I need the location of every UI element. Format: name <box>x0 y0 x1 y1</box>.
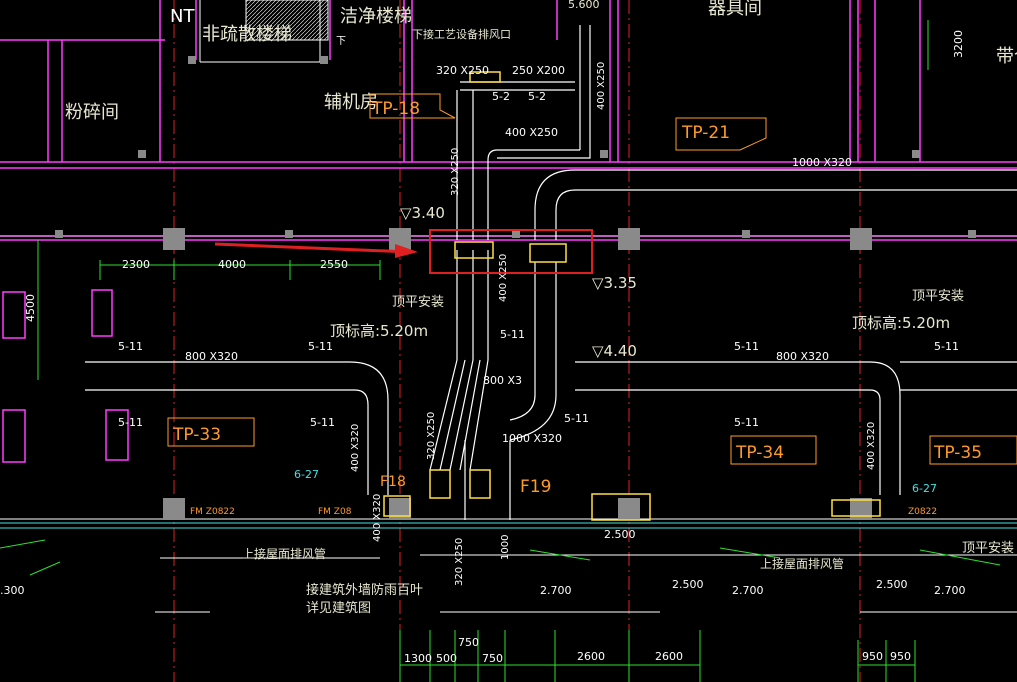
highlight-box <box>429 229 593 274</box>
fitting-code: 6-27 <box>294 468 319 481</box>
down-marker: 下 <box>336 36 346 47</box>
axis-lines <box>173 0 861 682</box>
elev-440-label: ▽4.40 <box>592 342 637 360</box>
dim-text: FM Z08 <box>318 507 352 517</box>
roof-exhaust-right-label: 上接屋面排风管 <box>760 556 844 571</box>
appliance-room-label: 器具间 <box>708 0 762 19</box>
rain-louver-detail-label: 详见建筑图 <box>306 600 371 616</box>
dim-text: 2550 <box>320 258 348 271</box>
tag-f18: F18 <box>380 474 406 490</box>
duct-label: 1000 <box>500 535 511 560</box>
fitting-code: 5-11 <box>564 412 589 425</box>
duct-label: 320 X250 <box>436 64 489 77</box>
dim-text: 1300 <box>404 652 432 665</box>
ducts <box>85 25 1017 520</box>
dim-text: .300 <box>0 584 25 597</box>
tag-f19: F19 <box>520 477 551 497</box>
duct-label: 250 X200 <box>512 64 565 77</box>
elev-5600-label: 5.600 <box>568 0 600 11</box>
duct-label: 400 X250 <box>596 62 607 110</box>
rain-louver-label: 接建筑外墙防雨百叶 <box>306 582 423 598</box>
dim-text: 2.700 <box>540 584 572 597</box>
tag-tp21: TP-21 <box>681 123 730 143</box>
duct-label: 800 X3 <box>483 374 522 387</box>
duct-label: 400 X250 <box>498 254 509 302</box>
fitting-code: 5-11 <box>118 340 143 353</box>
tag-tp35: TP-35 <box>933 443 982 463</box>
dim-text: 750 <box>482 652 503 665</box>
highlight-arrow <box>214 242 411 254</box>
clean-stair-label: 洁净楼梯 <box>340 6 412 27</box>
dim-text: 2600 <box>655 650 683 663</box>
fitting-code: 5-2 <box>528 90 546 103</box>
duct-label: 320 X250 <box>454 538 465 586</box>
dim-text: 2300 <box>122 258 150 271</box>
highlight-arrowhead <box>395 244 418 258</box>
duct-label: 400 X250 <box>505 126 558 139</box>
fitting-code: 5-11 <box>118 416 143 429</box>
fitting-code: 5-11 <box>308 340 333 353</box>
duct-label: 800 X320 <box>185 350 238 363</box>
fitting-code: 5-11 <box>310 416 335 429</box>
duct-label: 800 X320 <box>776 350 829 363</box>
fitting-code: 5-11 <box>500 328 525 341</box>
duct-label: 1000 X320 <box>792 156 852 169</box>
dim-text: 2.700 <box>732 584 764 597</box>
belt-room-label: 带仓 <box>996 46 1017 67</box>
duct-label: 400 X320 <box>866 422 877 470</box>
dim-text: 2.500 <box>672 578 704 591</box>
fitting-code: 5-2 <box>492 90 510 103</box>
dim-text: 950 <box>890 650 911 663</box>
nt-label: NT <box>170 6 195 27</box>
columns <box>55 56 976 520</box>
dim-text: 3200 <box>952 30 965 58</box>
dim-text: 500 <box>436 652 457 665</box>
dimension-lines <box>0 20 1001 682</box>
dim-text: 4500 <box>24 294 37 322</box>
dim-text: 2.700 <box>934 584 966 597</box>
roof-exhaust-left-label: 上接屋面排风管 <box>242 546 326 561</box>
evac-stair-label: 非疏散楼梯 <box>202 24 292 45</box>
fitting-code: 6-27 <box>912 482 937 495</box>
tag-tp18: TP-18 <box>371 99 420 119</box>
fitting-code: 5-11 <box>734 416 759 429</box>
dim-text: Z0822 <box>908 507 937 517</box>
duct-label: 400 X320 <box>350 424 361 472</box>
walls <box>0 0 1017 463</box>
duct-label: 320 X250 <box>426 412 437 460</box>
top-flush-mid-label: 顶平安装 <box>392 295 444 310</box>
top-flush-right-label: 顶平安装 <box>912 289 964 304</box>
tag-tp34: TP-34 <box>735 443 784 463</box>
dim-text: 4000 <box>218 258 246 271</box>
top-elev-right-label: 顶标高:5.20m <box>852 314 950 332</box>
air-registers <box>383 71 881 521</box>
process-exhaust-label: 下接工艺设备排风口 <box>412 27 511 41</box>
elev-340-label: ▽3.40 <box>400 204 445 222</box>
aux-room-label: 辅机房 <box>324 92 378 113</box>
dim-text: FM Z0822 <box>190 507 235 517</box>
top-elev-left-label: 顶标高:5.20m <box>330 322 428 340</box>
duct-label: 320 X250 <box>450 148 461 196</box>
tag-boxes <box>167 93 1017 465</box>
dim-text: 750 <box>458 636 479 649</box>
top-flush-bottom-label: 顶平安装 <box>962 541 1014 556</box>
duct-label: 1000 X320 <box>502 432 562 445</box>
dim-text: 2.500 <box>876 578 908 591</box>
grinding-room-label: 粉碎间 <box>65 102 119 123</box>
elev-335-label: ▽3.35 <box>592 274 637 292</box>
duct-label: 400 X320 <box>372 494 383 542</box>
tag-tp33: TP-33 <box>172 425 221 445</box>
dim-text: 950 <box>862 650 883 663</box>
dim-text: 2600 <box>577 650 605 663</box>
dim-text: 2.500 <box>604 528 636 541</box>
fitting-code: 5-11 <box>934 340 959 353</box>
fitting-code: 5-11 <box>734 340 759 353</box>
stair-hatch <box>245 0 329 41</box>
